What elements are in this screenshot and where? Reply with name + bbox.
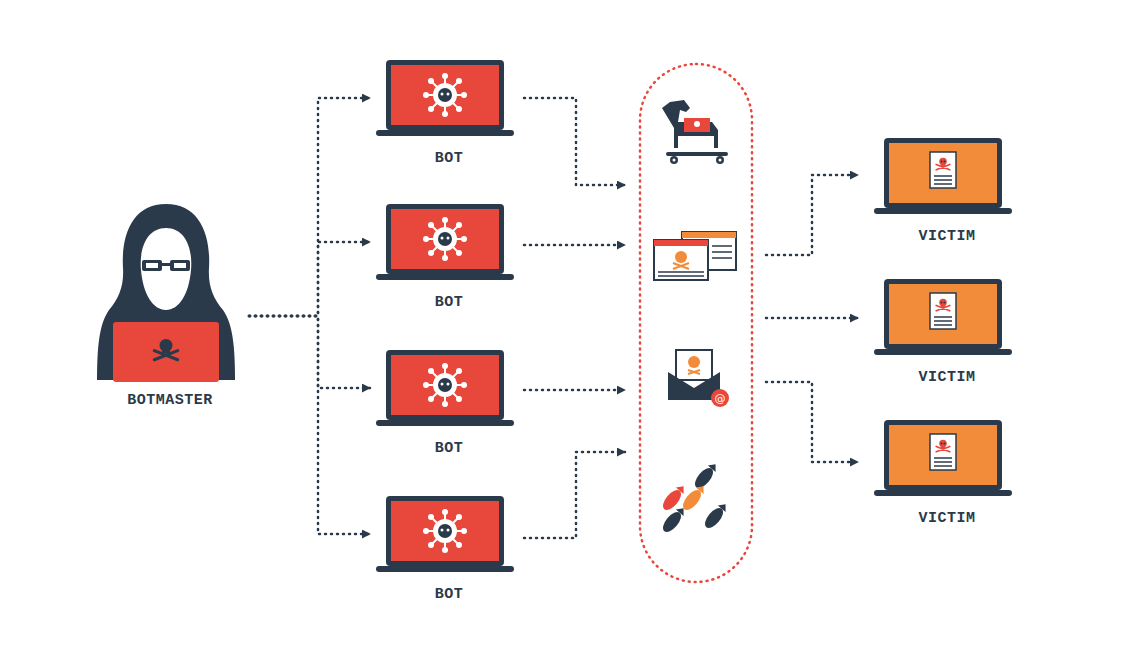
victim-laptop [872,418,1014,500]
node-label: BOT [374,294,524,311]
bot-node: BOT [374,202,524,314]
bot-laptop [374,348,516,430]
ddos-bombs-icon [660,460,730,535]
bot-laptop [374,58,516,140]
svg-text:@: @ [715,392,726,405]
bot-node: BOT [374,494,524,606]
bot-laptop [374,494,516,576]
victim-node: VICTIM [872,418,1022,530]
command-connector [249,242,370,316]
bot-to-payload-line [524,389,625,392]
command-connector [249,316,370,388]
node-label: BOTMASTER [91,392,249,409]
node-label: BOT [374,150,524,167]
command-connector [249,316,370,534]
payload-to-victim-line [766,382,858,462]
bot-laptop [374,202,516,284]
victim-laptop [872,277,1014,359]
phishing-email-icon: @ [668,350,729,407]
bot-to-payload-line [524,98,625,185]
bot-node: BOT [374,58,524,170]
node-label: BOT [374,440,524,457]
node-label: VICTIM [872,510,1022,527]
victim-node: VICTIM [872,277,1022,389]
payload-group-outline [640,64,752,582]
node-label: BOT [374,586,524,603]
node-label: VICTIM [872,369,1022,386]
command-connector [249,98,370,316]
victim-node: VICTIM [872,136,1022,248]
payload-to-victim-line [766,175,858,255]
bot-to-payload-line [524,452,625,538]
hacker-figure [91,198,241,388]
malicious-webpage-icon [654,232,736,280]
node-label: VICTIM [872,228,1022,245]
trojan-horse-icon [662,100,728,164]
payload-to-victim-line [766,317,858,320]
bot-node: BOT [374,348,524,460]
botmaster-node: BOTMASTER [91,198,249,420]
bot-to-payload-line [524,244,625,247]
victim-laptop [872,136,1014,218]
